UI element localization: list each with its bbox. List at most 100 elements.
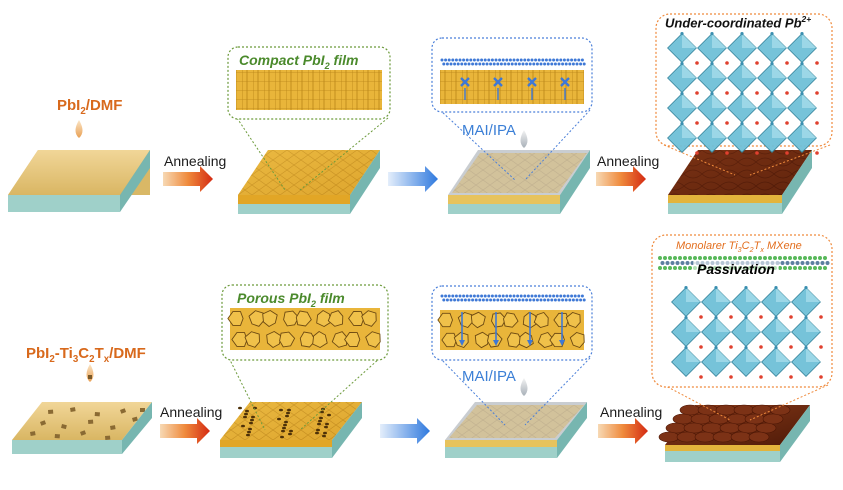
mai-molecule	[501, 294, 505, 298]
mai-molecule	[537, 58, 541, 62]
mai-molecule	[508, 58, 512, 62]
pore	[238, 406, 242, 410]
pbi2-grain	[295, 310, 312, 327]
arrow-head	[493, 340, 499, 346]
mai-molecule	[447, 294, 451, 298]
mxene-atom	[808, 256, 812, 260]
ma-cation	[785, 91, 789, 95]
blocked-marker	[460, 77, 470, 87]
blocked-marker	[493, 77, 503, 87]
ma-cation	[729, 315, 733, 319]
pore	[288, 432, 292, 436]
compact-film-label: Compact PbI2 film	[239, 52, 359, 71]
substrate-mai-coated-1	[448, 150, 590, 214]
octahedron-face	[716, 287, 731, 302]
mxene-atom	[813, 256, 817, 260]
mai-molecule	[463, 62, 467, 66]
mai-molecule	[499, 62, 503, 66]
mxene-atom	[673, 256, 677, 260]
mai-molecule	[532, 62, 536, 66]
perovskite-grain	[690, 413, 712, 425]
mxene-atom	[703, 256, 707, 260]
pbi2-grain	[312, 330, 328, 349]
octahedron-face	[772, 93, 787, 108]
pore	[279, 408, 283, 412]
mai-molecule	[507, 62, 511, 66]
mai-molecule	[517, 298, 521, 302]
mai-molecule	[471, 62, 475, 66]
mai-molecule	[469, 294, 473, 298]
ma-cation	[755, 61, 759, 65]
mxene-atom	[820, 261, 825, 265]
pore	[327, 413, 331, 417]
octahedron-face	[802, 63, 817, 78]
mai-molecule	[555, 58, 559, 62]
mxene-atom	[795, 261, 800, 265]
pore	[286, 411, 290, 415]
mxene-atom	[758, 256, 762, 260]
mxene-atom	[728, 256, 732, 260]
iodide-atom	[740, 62, 744, 66]
iodide-atom	[714, 286, 718, 290]
ma-cation	[699, 345, 703, 349]
mai-molecule	[573, 58, 577, 62]
mai-molecule	[478, 298, 482, 302]
pore	[243, 415, 247, 419]
iodide-atom	[770, 62, 774, 66]
mxene-atom	[823, 256, 827, 260]
pore	[277, 417, 281, 421]
mxene-atom	[748, 256, 752, 260]
mxene-atom	[783, 256, 787, 260]
mai-molecule	[557, 298, 561, 302]
mai-molecule	[449, 62, 453, 66]
mai-molecule	[539, 62, 543, 66]
iodide-atom	[684, 346, 688, 350]
zoom-mai-infiltration-compact	[431, 37, 593, 181]
pbi2-grain	[537, 331, 553, 349]
mxene-atom	[763, 256, 767, 260]
mxene-atom	[670, 261, 675, 265]
iodide-atom	[680, 122, 684, 126]
octahedron-face	[716, 317, 731, 332]
mai-molecule	[485, 62, 489, 66]
mxene-atom	[688, 256, 692, 260]
mai-molecule	[568, 62, 572, 66]
pore	[247, 430, 251, 434]
mai-molecule	[458, 58, 462, 62]
ma-cation	[785, 151, 789, 155]
mai-molecule	[579, 298, 583, 302]
mai-molecule	[521, 62, 525, 66]
octahedron-face	[806, 347, 821, 362]
mxene-atom	[818, 256, 822, 260]
mai-molecule	[570, 294, 574, 298]
mai-molecule	[445, 62, 449, 66]
pbi2-grain	[344, 332, 361, 347]
iodide-atom	[710, 62, 714, 66]
mai-molecule	[528, 62, 532, 66]
mai-molecule	[456, 62, 460, 66]
pore	[318, 419, 322, 423]
mai-molecule	[557, 62, 561, 66]
mai-ipa-label-top: MAI/IPA	[462, 122, 516, 139]
ma-cation	[729, 375, 733, 379]
zoom-compact-film	[227, 46, 391, 191]
mai-molecule	[503, 298, 507, 302]
mai-molecule	[552, 58, 556, 62]
mai-molecule	[530, 58, 534, 62]
mxene-atom	[663, 266, 667, 270]
ma-cation	[819, 345, 823, 349]
mai-molecule	[541, 58, 545, 62]
mai-ipa-label-bottom: MAI/IPA	[462, 368, 516, 385]
pore	[248, 427, 252, 431]
mxene-flake	[79, 430, 87, 436]
perovskite-grain	[733, 404, 755, 416]
mai-molecule	[523, 294, 527, 298]
mai-molecule	[440, 58, 444, 62]
mai-molecule	[514, 298, 518, 302]
arrow-annealing-4	[598, 418, 648, 444]
mxene-atom	[810, 261, 815, 265]
annealing-label-4: Annealing	[600, 404, 663, 420]
pbi2-grain	[503, 312, 519, 328]
mxene-flake	[61, 423, 67, 430]
octahedron-face	[746, 347, 761, 362]
